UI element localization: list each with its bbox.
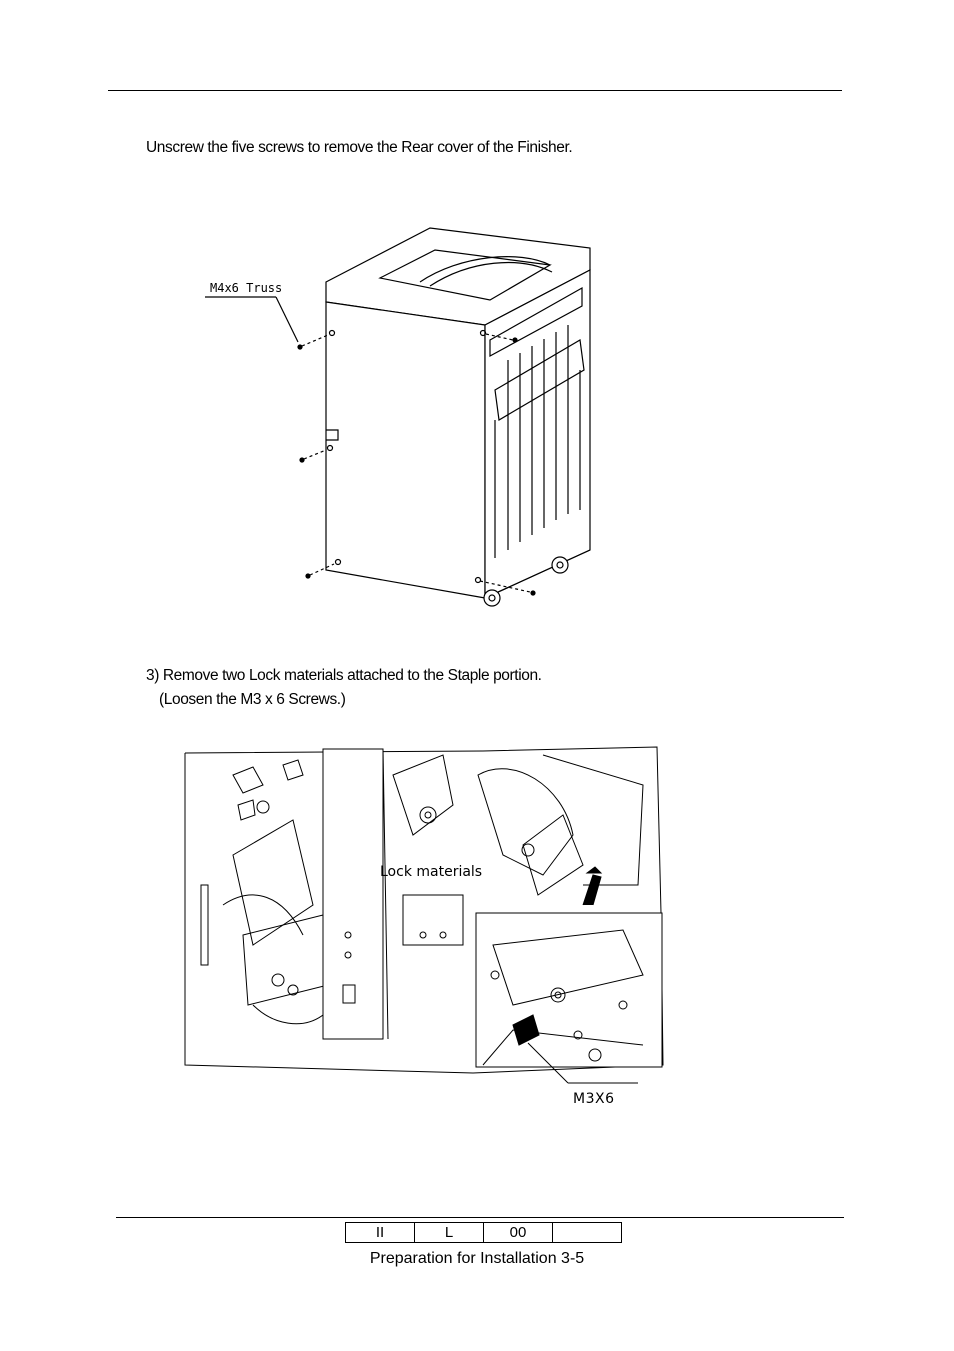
staple-lock-materials-figure: Lock materials M3X6 (183, 745, 665, 1110)
page-caption: Preparation for Installation 3-5 (369, 1250, 585, 1267)
revision-cell-3: 00 (483, 1222, 553, 1243)
m4x6-truss-label: M4x6 Truss (210, 281, 282, 295)
revision-cell-1: II (345, 1222, 415, 1243)
step3-subnote: (Loosen the M3 x 6 Screws.) (159, 691, 346, 708)
rear-cover-instruction: Unscrew the five screws to remove the Re… (146, 139, 573, 156)
revision-cell-2: L (414, 1222, 484, 1243)
revision-cell-4 (552, 1222, 622, 1243)
footer-rule (116, 1217, 844, 1218)
step3-instruction: 3) Remove two Lock materials attached to… (146, 667, 542, 684)
finisher-rear-cover-figure: M4x6 Truss (190, 220, 610, 620)
revision-table: II L 00 (345, 1222, 622, 1243)
lock-materials-label: Lock materials (380, 864, 482, 880)
m3x6-label: M3X6 (573, 1091, 615, 1107)
header-rule (108, 90, 842, 91)
